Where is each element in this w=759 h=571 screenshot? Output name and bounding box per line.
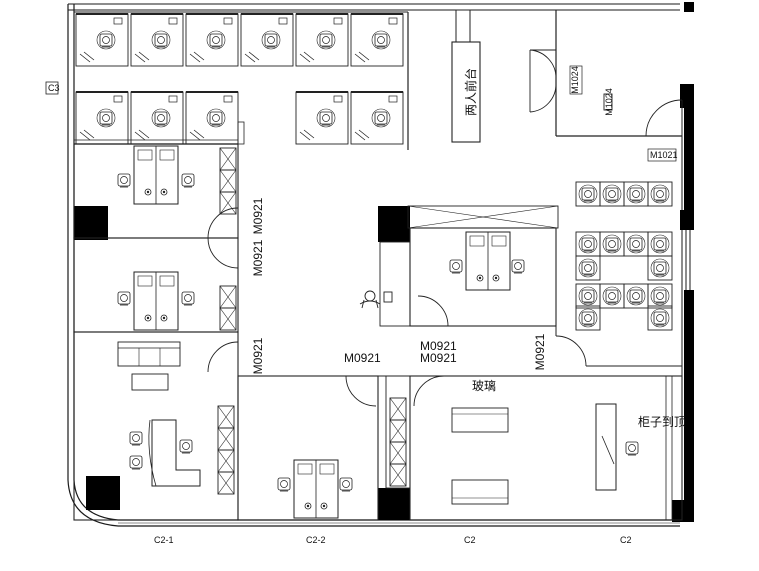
person-figure — [359, 290, 393, 309]
office-bottom-right — [409, 375, 683, 521]
door-label-m0921-d: M0921 — [344, 351, 381, 365]
bottom-mark-1: C2-1 — [154, 535, 174, 545]
reception-label: 两人前台 — [463, 68, 478, 116]
door-tag-box-m1021 — [647, 148, 677, 162]
office-center — [379, 205, 559, 327]
bottom-mark-3: C2 — [464, 535, 476, 545]
office-left-2 — [73, 237, 239, 333]
door-label-m0921-g: M0921 — [533, 333, 547, 370]
cabinet-label: 柜子到顶 — [638, 415, 686, 429]
workstations-top — [74, 11, 409, 150]
glass-label: 玻璃 — [472, 379, 496, 393]
door-tag-box — [569, 65, 583, 95]
interior-walls — [237, 326, 682, 377]
bottom-mark-2: C2-2 — [306, 535, 326, 545]
reception-desk — [451, 9, 481, 143]
entry-doors — [529, 10, 683, 137]
office-bottom-center — [237, 375, 445, 521]
bottom-mark-4: C2 — [620, 535, 632, 545]
door-label-top-right: M1024 — [604, 88, 614, 116]
door-label-m1021: M1021 — [650, 150, 678, 160]
room-mark-box — [45, 81, 59, 95]
door-label-m1024-a: M1024 — [570, 66, 580, 94]
door-label-m0921-a: M0921 — [251, 197, 265, 234]
door-label-m0921-b: M0921 — [251, 239, 265, 276]
door-swing — [555, 335, 587, 367]
door-label-m0921-c: M0921 — [251, 337, 265, 374]
door-label-m0921-f: M0921 — [420, 351, 457, 365]
door-label-m0921-e: M0921 — [420, 339, 457, 353]
workstations-right — [576, 182, 672, 330]
room-mark-left: C3 — [48, 83, 60, 93]
structural-columns — [74, 2, 694, 522]
